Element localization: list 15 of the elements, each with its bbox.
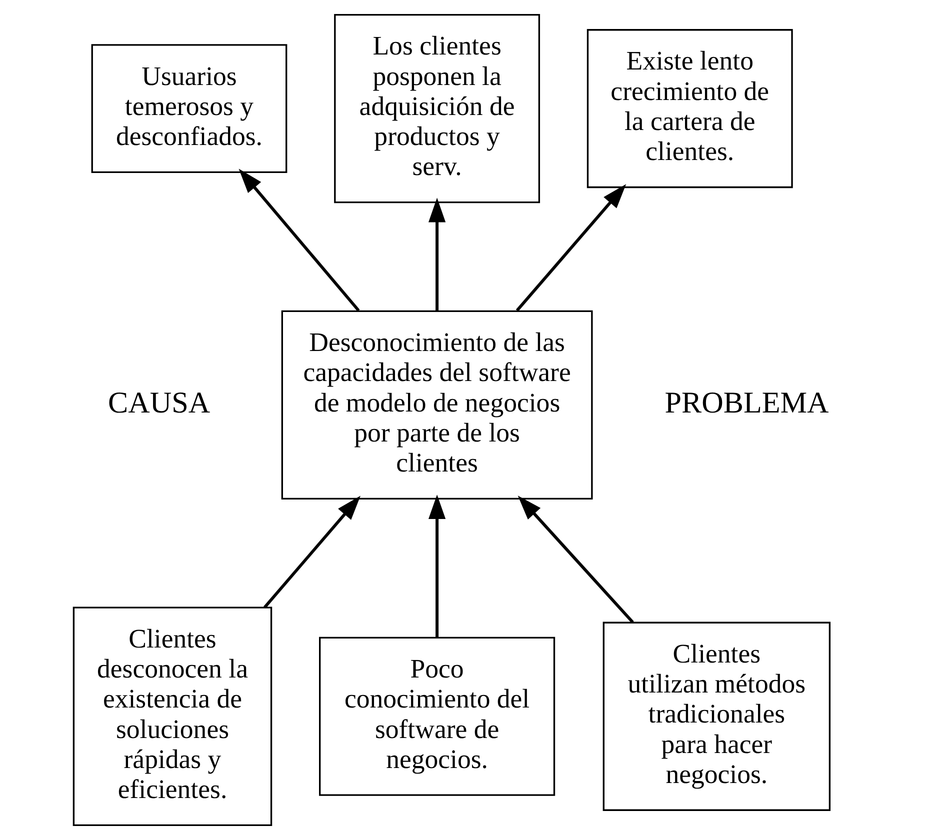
arrow bbox=[428, 198, 446, 311]
arrow bbox=[428, 494, 446, 637]
node-box: Clientes utilizan métodos tradicionales para hacer negocios. bbox=[602, 622, 830, 811]
arrow bbox=[517, 496, 634, 624]
label: CAUSA bbox=[108, 385, 210, 420]
label: PROBLEMA bbox=[664, 385, 828, 420]
node-box: Desconocimiento de las capacidades del software de modelo de negocios por parte de los clientes bbox=[280, 310, 592, 500]
node-box: Clientes desconocen la existencia de soluciones rápidas y eficientes. bbox=[72, 606, 272, 826]
node-box: Los clientes posponen la adquisición de productos y serv. bbox=[334, 14, 540, 204]
arrow bbox=[515, 184, 626, 312]
node-box: Poco conocimiento del software de negocios. bbox=[318, 636, 555, 796]
node-box: Usuarios temerosos y desconfiados. bbox=[90, 44, 287, 174]
arrow bbox=[263, 496, 360, 608]
node-box: Existe lento crecimiento de la cartera de clientes. bbox=[586, 29, 792, 188]
arrow bbox=[238, 168, 360, 312]
